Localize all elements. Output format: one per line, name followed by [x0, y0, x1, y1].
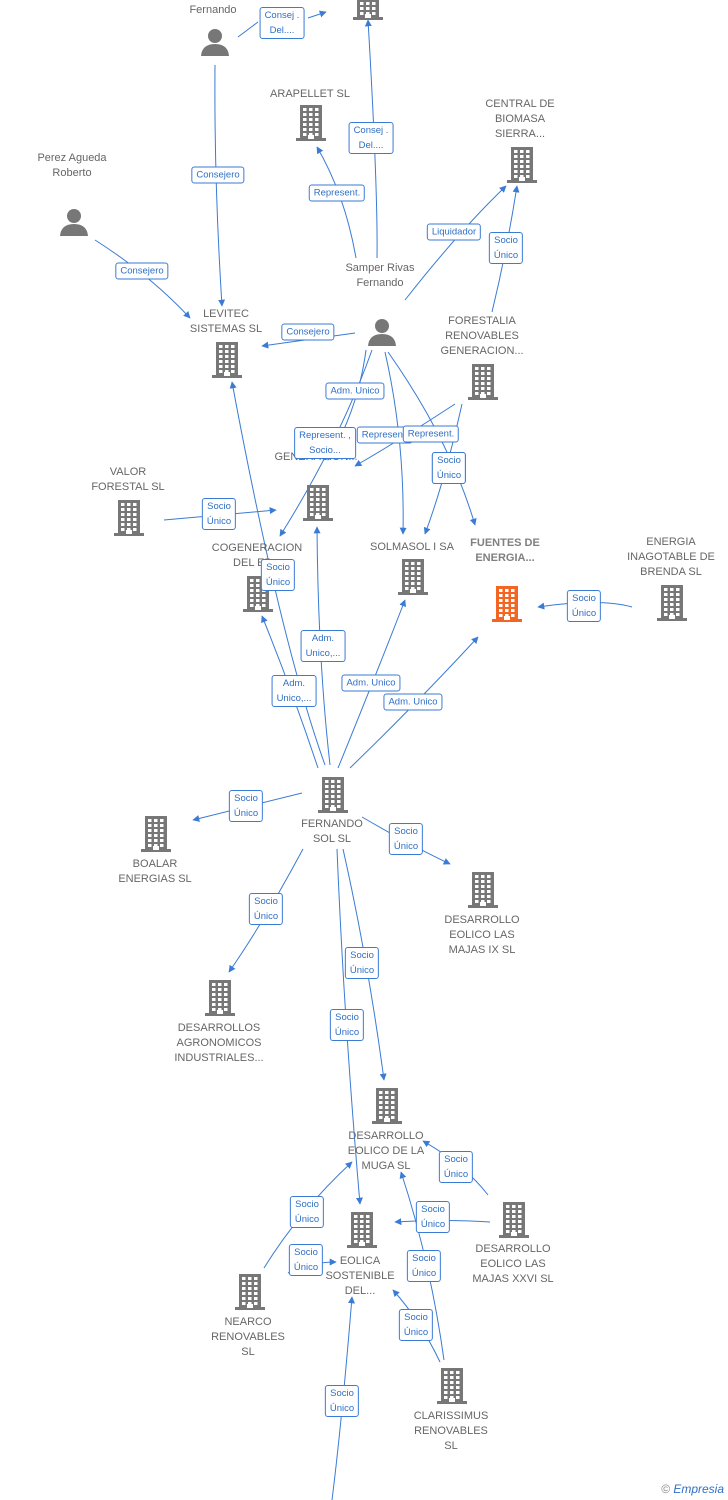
building-icon[interactable]: [347, 1212, 377, 1253]
building-icon[interactable]: [296, 105, 326, 146]
building-icon[interactable]: [499, 1202, 529, 1243]
node-label-fuentes[interactable]: FUENTES DE ENERGIA...: [470, 537, 540, 564]
building-icon[interactable]: [205, 980, 235, 1021]
edge-label-e19[interactable]: Adm. Unico: [341, 674, 401, 692]
person-icon[interactable]: [367, 318, 397, 351]
node-label-valor-forestal[interactable]: VALOR FORESTAL SL: [91, 466, 165, 493]
edge-label-e4[interactable]: Represent.: [308, 184, 366, 202]
building-icon[interactable]: [114, 500, 144, 541]
edge-e16: [229, 381, 326, 766]
person-icon[interactable]: [59, 208, 89, 241]
node-label-boalar[interactable]: BOALAR ENERGIAS SL: [118, 858, 192, 885]
node-label-eolica[interactable]: EOLICA SOSTENIBLE DEL...: [325, 1255, 395, 1297]
edge-label-e2[interactable]: Consejero: [191, 166, 245, 184]
building-icon[interactable]: [141, 816, 171, 857]
building-icon[interactable]: [372, 1088, 402, 1129]
edge-e3: [364, 19, 378, 259]
edge-label-e5[interactable]: Liquidador: [426, 223, 482, 241]
building-icon[interactable]: [507, 147, 537, 188]
node-label-clarissimus[interactable]: CLARISSIMUS RENOVABLES SL: [413, 1410, 489, 1452]
node-label-fernando-top[interactable]: Fernando: [189, 4, 237, 16]
node-label-levitec[interactable]: LEVITEC SISTEMAS SL: [189, 308, 263, 335]
building-icon[interactable]: [398, 559, 428, 600]
node-label-desarrollo-ix[interactable]: DESARROLLO EOLICO LAS MAJAS IX SL: [444, 914, 520, 956]
node-label-perez[interactable]: Perez Agueda Roberto: [37, 152, 107, 179]
building-icon[interactable]: [492, 586, 522, 627]
edge-label-e8[interactable]: Consejero: [281, 323, 335, 341]
node-label-forestalia[interactable]: FORESTALIA RENOVABLES GENERACION...: [440, 315, 524, 357]
edge-e1: [237, 12, 326, 38]
node-label-samper[interactable]: Samper Rivas Fernando: [345, 262, 415, 289]
building-icon[interactable]: [437, 1368, 467, 1409]
edge-label-e17[interactable]: Adm.Unico,...: [300, 630, 346, 662]
building-icon[interactable]: [212, 342, 242, 383]
edge-label-e3[interactable]: Consej .Del....: [348, 122, 394, 154]
edge-label-e10[interactable]: Represent. ,Socio...: [294, 427, 356, 459]
building-icon[interactable]: [657, 585, 687, 626]
edge-label-e1[interactable]: Consej .Del....: [259, 7, 305, 39]
edge-e2: [214, 64, 226, 307]
brand-logo: © Empresia: [661, 1482, 724, 1496]
edge-label-e18[interactable]: Adm.Unico,...: [271, 675, 317, 707]
building-icon[interactable]: [468, 872, 498, 913]
node-label-desarrollo-xxvi[interactable]: DESARROLLO EOLICO LAS MAJAS XXVI SL: [472, 1243, 554, 1285]
node-label-desarrollos-agro[interactable]: DESARROLLOS AGRONOMICOS INDUSTRIALES...: [174, 1022, 264, 1064]
building-icon[interactable]: [353, 0, 383, 25]
building-icon[interactable]: [303, 485, 333, 526]
node-label-solmasol[interactable]: SOLMASOL I SA: [370, 541, 454, 553]
edge-label-e12[interactable]: Represent.: [402, 425, 460, 443]
edge-label-e7[interactable]: Consejero: [115, 262, 169, 280]
node-label-energia-inagotable[interactable]: ENERGIA INAGOTABLE DE BRENDA SL: [627, 536, 715, 578]
person-icon[interactable]: [200, 28, 230, 61]
node-label-nearco[interactable]: NEARCO RENOVABLES SL: [211, 1316, 285, 1358]
edge-label-e9[interactable]: Adm. Unico: [325, 382, 385, 400]
building-icon[interactable]: [235, 1274, 265, 1315]
node-label-arapellet[interactable]: ARAPELLET SL: [270, 88, 350, 100]
building-icon[interactable]: [468, 364, 498, 405]
node-label-fernando-sol[interactable]: FERNANDO SOL SL: [301, 818, 363, 845]
node-label-desarrollo-muga[interactable]: DESARROLLO EOLICO DE LA MUGA SL: [347, 1130, 425, 1172]
edge-e4: [316, 146, 357, 259]
edge-label-e20[interactable]: Adm. Unico: [383, 693, 443, 711]
building-icon[interactable]: [318, 777, 348, 818]
node-label-central-biomasa[interactable]: CENTRAL DE BIOMASA SIERRA...: [485, 98, 555, 140]
